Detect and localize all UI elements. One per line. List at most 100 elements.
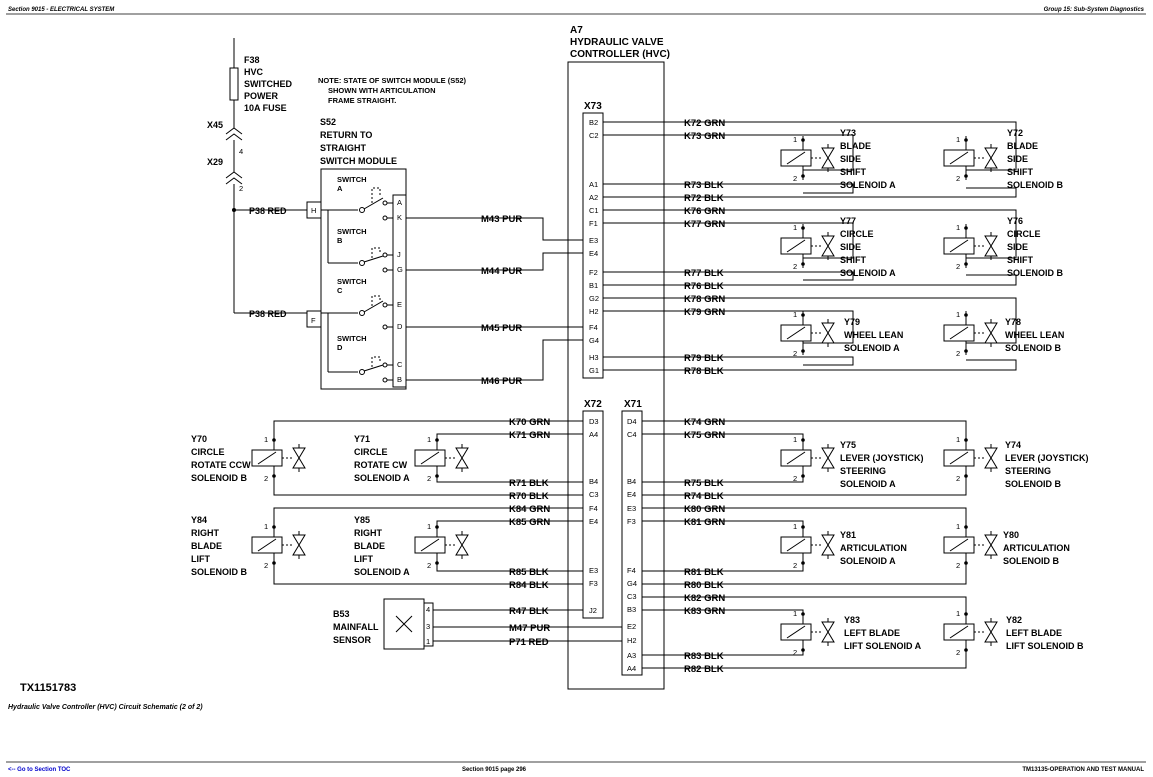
svg-text:SOLENOID A: SOLENOID A xyxy=(354,473,410,483)
x72-pins: D3 A4 B4 C3 F4 E4 E3 F3 J2 xyxy=(589,417,599,615)
figure-id: TX1151783 xyxy=(20,682,76,694)
coil-pin-label: 1 xyxy=(793,609,797,618)
coil-pin-label: 2 xyxy=(793,174,797,183)
note: NOTE: STATE OF SWITCH MODULE (S52) SHOWN… xyxy=(318,76,467,105)
svg-text:SOLENOID A: SOLENOID A xyxy=(354,567,410,577)
svg-text:LIFT SOLENOID B: LIFT SOLENOID B xyxy=(1006,641,1084,651)
solenoid-y71: 12 xyxy=(414,435,469,483)
hvc-name-line2: CONTROLLER (HVC) xyxy=(570,49,670,60)
x72-pin: A4 xyxy=(589,430,598,439)
s52-right-terminal-strip xyxy=(392,194,407,388)
switch-b xyxy=(359,247,393,273)
svg-text:CIRCLE: CIRCLE xyxy=(191,447,225,457)
solenoid-y84: 12 xyxy=(251,522,306,570)
footer-toc-link[interactable]: <-- Go to Section TOC xyxy=(8,767,71,773)
svg-text:Y80: Y80 xyxy=(1003,530,1019,540)
label-y72: Y72 BLADE SIDE SHIFT SOLENOID B xyxy=(1007,128,1064,190)
wire-r77: R77 BLK xyxy=(684,268,724,279)
x71-pin: A3 xyxy=(627,651,636,660)
b53-mainfall-sensor: B53 MAINFALL SENSOR 4 3 1 xyxy=(333,598,434,650)
svg-text:SHIFT: SHIFT xyxy=(1007,167,1034,177)
x71-pin: B4 xyxy=(627,477,636,486)
b53-line2: SENSOR xyxy=(333,635,372,645)
x73-pin: F2 xyxy=(589,268,598,277)
label-y77: Y77 CIRCLE SIDE SHIFT SOLENOID A xyxy=(840,216,896,278)
svg-text:Y72: Y72 xyxy=(1007,128,1023,138)
svg-text:Y82: Y82 xyxy=(1006,615,1022,625)
svg-text:Y71: Y71 xyxy=(354,434,370,444)
b53-line1: MAINFALL xyxy=(333,622,379,632)
s52-line3: SWITCH MODULE xyxy=(320,156,397,166)
solenoid-y74: 12 xyxy=(943,435,998,483)
coil-terminal xyxy=(801,438,805,442)
svg-text:SOLENOID A: SOLENOID A xyxy=(840,479,896,489)
x73-pins: B2 C2 A1 A2 C1 F1 E3 E4 F2 B1 G2 H2 F4 G… xyxy=(589,118,599,375)
svg-text:BLADE: BLADE xyxy=(191,541,222,551)
valve-icon xyxy=(984,621,998,643)
figure-caption: Hydraulic Valve Controller (HVC) Circuit… xyxy=(8,704,203,711)
coil-terminal xyxy=(801,138,805,142)
solenoid-y85: 12 xyxy=(414,522,469,570)
x73-pin: E4 xyxy=(589,249,598,258)
svg-text:SOLENOID A: SOLENOID A xyxy=(840,180,896,190)
coil-terminal xyxy=(964,174,968,178)
wire-k74: K74 GRN xyxy=(684,417,725,428)
x73-pin: A2 xyxy=(589,193,598,202)
svg-text:SOLENOID B: SOLENOID B xyxy=(191,473,248,483)
svg-text:Y81: Y81 xyxy=(840,530,856,540)
wire-k81: K81 GRN xyxy=(684,517,725,528)
coil-pin-label: 1 xyxy=(956,609,960,618)
wire-r75: R75 BLK xyxy=(684,478,724,489)
coil-terminal xyxy=(801,174,805,178)
switch-d-label1: SWITCH xyxy=(337,334,367,343)
wire-k84: K84 GRN xyxy=(509,504,550,515)
wire-k73: K73 GRN xyxy=(684,131,725,142)
svg-text:LEFT BLADE: LEFT BLADE xyxy=(1006,628,1062,638)
coil-pin-label: 2 xyxy=(956,262,960,271)
b53-pin: 4 xyxy=(426,605,430,614)
coil-pin-label: 1 xyxy=(956,223,960,232)
x71-pins: D4 C4 B4 E4 E3 F3 F4 G4 C3 B3 E2 H2 A3 A… xyxy=(627,417,637,673)
coil-terminal xyxy=(435,474,439,478)
switch-a-label2: A xyxy=(337,184,343,193)
x71-pin: A4 xyxy=(627,664,636,673)
svg-text:RIGHT: RIGHT xyxy=(354,528,383,538)
svg-text:STEERING: STEERING xyxy=(840,466,886,476)
x73-pin: G4 xyxy=(589,336,599,345)
solenoid-y76: 12 xyxy=(943,223,998,271)
coil-pin-label: 2 xyxy=(264,561,268,570)
wire-k80: K80 GRN xyxy=(684,504,725,515)
s52-line1: RETURN TO xyxy=(320,130,372,140)
svg-text:Y77: Y77 xyxy=(840,216,856,226)
coil-terminal xyxy=(435,525,439,529)
coil-terminal xyxy=(964,262,968,266)
label-y83: Y83 LEFT BLADE LIFT SOLENOID A xyxy=(844,615,922,651)
wire-k85: K85 GRN xyxy=(509,517,550,528)
svg-text:Y84: Y84 xyxy=(191,515,207,525)
svg-text:SOLENOID B: SOLENOID B xyxy=(1005,479,1062,489)
svg-text:SIDE: SIDE xyxy=(840,242,861,252)
coil-pin-label: 2 xyxy=(427,474,431,483)
coil-terminal xyxy=(801,648,805,652)
x45-pin: 4 xyxy=(239,147,243,156)
x29-label: X29 xyxy=(207,157,223,167)
solenoid-y70: 12 xyxy=(251,435,306,483)
svg-text:Y74: Y74 xyxy=(1005,440,1021,450)
x73-label: X73 xyxy=(584,101,602,112)
x72-pin: F3 xyxy=(589,579,598,588)
note-line1: NOTE: STATE OF SWITCH MODULE (S52) xyxy=(318,76,467,85)
switch-d xyxy=(359,356,393,383)
coil-pin-label: 2 xyxy=(793,561,797,570)
svg-text:LIFT: LIFT xyxy=(354,554,373,564)
hvc-controller: A7 HYDRAULIC VALVE CONTROLLER (HVC) X73 … xyxy=(567,25,670,690)
wire-k71: K71 GRN xyxy=(509,430,550,441)
coil-pin-label: 2 xyxy=(793,349,797,358)
coil-terminal xyxy=(964,474,968,478)
header-left: Section 9015 - ELECTRICAL SYSTEM xyxy=(8,7,115,13)
solenoid-y80: 12 xyxy=(943,522,998,570)
x73-pin: A1 xyxy=(589,180,598,189)
b53-pin: 3 xyxy=(426,622,430,631)
svg-text:ARTICULATION: ARTICULATION xyxy=(1003,543,1070,553)
wire-r83: R83 BLK xyxy=(684,651,724,662)
valve-icon xyxy=(984,322,998,344)
